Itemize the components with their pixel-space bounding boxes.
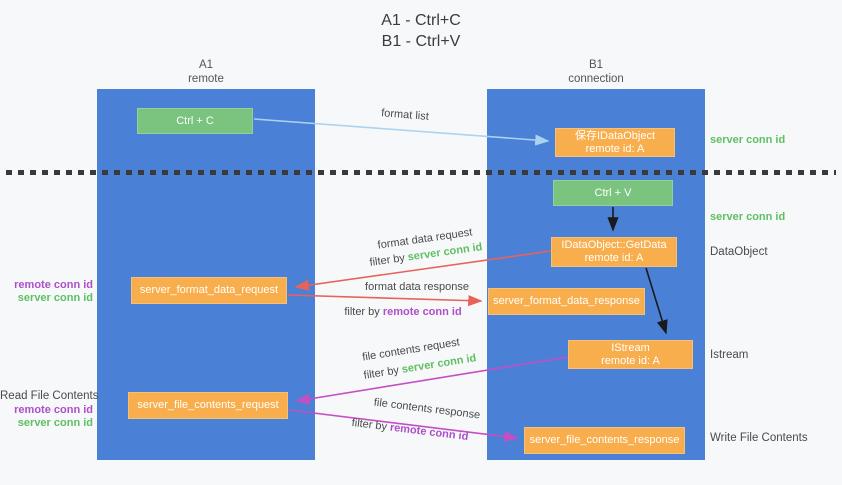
node-idataobject-getdata-line2: remote id: A <box>584 252 644 264</box>
lane-a-role: remote <box>188 73 224 85</box>
remote-conn-id-key: remote conn id <box>382 306 462 318</box>
lane-a-name: A1 <box>198 59 214 71</box>
node-save-idataobject: 保存IDataObject remote id: A <box>555 128 675 157</box>
node-save-idataobject-line1: 保存IDataObject <box>574 129 656 142</box>
left-label-server-conn-id-1: server conn id <box>17 292 93 304</box>
arrow-format-data-response <box>287 294 483 307</box>
filter-by-prefix: filter by <box>368 251 409 269</box>
right-label-dataobject: DataObject <box>710 246 768 258</box>
diagram-title: A1 - Ctrl+C B1 - Ctrl+V <box>0 10 842 52</box>
node-ctrl-c: Ctrl + C <box>137 108 253 134</box>
filter-by-prefix: filter by <box>351 416 391 434</box>
node-server-file-contents-response-label: server_file_contents_response <box>529 434 680 446</box>
edge-label-format-list: format list <box>380 107 430 123</box>
title-line-2: B1 - Ctrl+V <box>381 33 461 50</box>
lane-b-name: B1 <box>588 59 604 71</box>
left-label-server-conn-id-2: server conn id <box>17 417 93 429</box>
node-ctrl-v: Ctrl + V <box>553 180 673 206</box>
right-label-server-conn-id-2: server conn id <box>710 211 786 223</box>
node-istream-line1: IStream <box>611 341 650 354</box>
machine-boundary-dotted-line <box>6 170 836 175</box>
lane-b-header: B1 connection <box>487 58 705 86</box>
right-label-write-file-contents: Write File Contents <box>710 432 808 444</box>
title-line-1: A1 - Ctrl+C <box>381 12 461 29</box>
node-istream-line2: remote id: A <box>601 354 660 367</box>
filter-by-prefix: filter by <box>344 306 383 318</box>
node-server-file-contents-response: server_file_contents_response <box>524 427 685 454</box>
filter-by-prefix: filter by <box>362 363 403 382</box>
node-ctrl-v-label: Ctrl + V <box>594 186 632 199</box>
node-server-format-data-request: server_format_data_request <box>131 277 287 304</box>
node-idataobject-getdata-line1: IDataObject::GetData <box>561 239 667 251</box>
node-server-format-data-request-label: server_format_data_request <box>139 284 279 296</box>
left-label-remote-conn-id-2: remote conn id <box>14 404 93 416</box>
node-idataobject-getdata: IDataObject::GetData remote id: A <box>551 237 677 267</box>
edge-label-file-contents-response-filter: filter by remote conn id <box>340 416 480 445</box>
edge-label-file-contents-response: file contents response <box>373 396 481 422</box>
left-label-read-file-contents: Read File Contents <box>0 390 99 402</box>
node-istream: IStream remote id: A <box>568 340 693 369</box>
lane-b-role: connection <box>568 73 624 85</box>
node-save-idataobject-line2: remote id: A <box>585 142 645 155</box>
node-ctrl-c-label: Ctrl + C <box>176 114 214 127</box>
lane-a-header: A1 remote <box>97 58 315 86</box>
edge-label-format-data-response: format data response <box>365 281 469 293</box>
node-server-file-contents-request: server_file_contents_request <box>128 392 288 419</box>
node-server-file-contents-request-label: server_file_contents_request <box>137 399 279 411</box>
right-label-istream: Istream <box>710 349 749 361</box>
node-server-format-data-response-label: server_format_data_response <box>493 295 640 307</box>
node-server-format-data-response: server_format_data_response <box>488 288 645 315</box>
remote-conn-id-key: remote conn id <box>389 421 469 444</box>
right-label-server-conn-id-1: server conn id <box>710 134 786 146</box>
edge-label-format-data-response-filter: filter by remote conn id <box>333 306 473 318</box>
left-label-remote-conn-id-1: remote conn id <box>14 279 93 291</box>
